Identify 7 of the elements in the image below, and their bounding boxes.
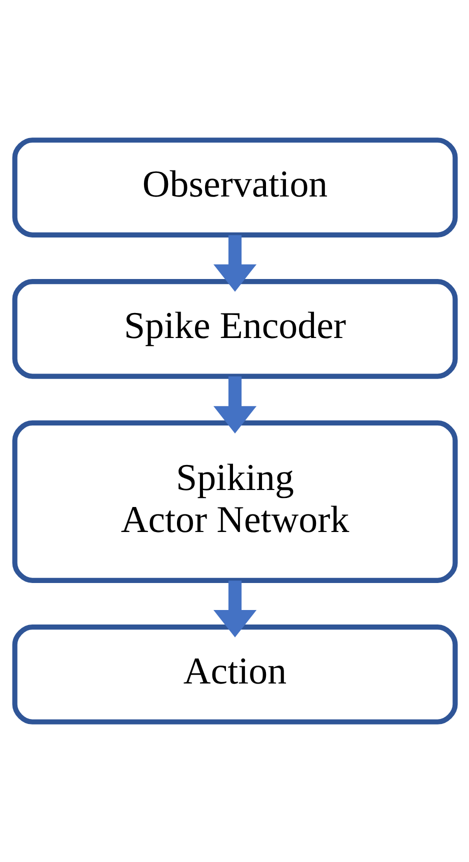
node-box: Action — [12, 624, 458, 724]
node-box: Spiking Actor Network — [12, 420, 458, 583]
node-box: Observation — [12, 138, 458, 238]
arrow — [212, 235, 256, 292]
arrow — [212, 580, 256, 638]
node-box: Spike Encoder — [12, 279, 458, 379]
arrow — [212, 376, 256, 434]
